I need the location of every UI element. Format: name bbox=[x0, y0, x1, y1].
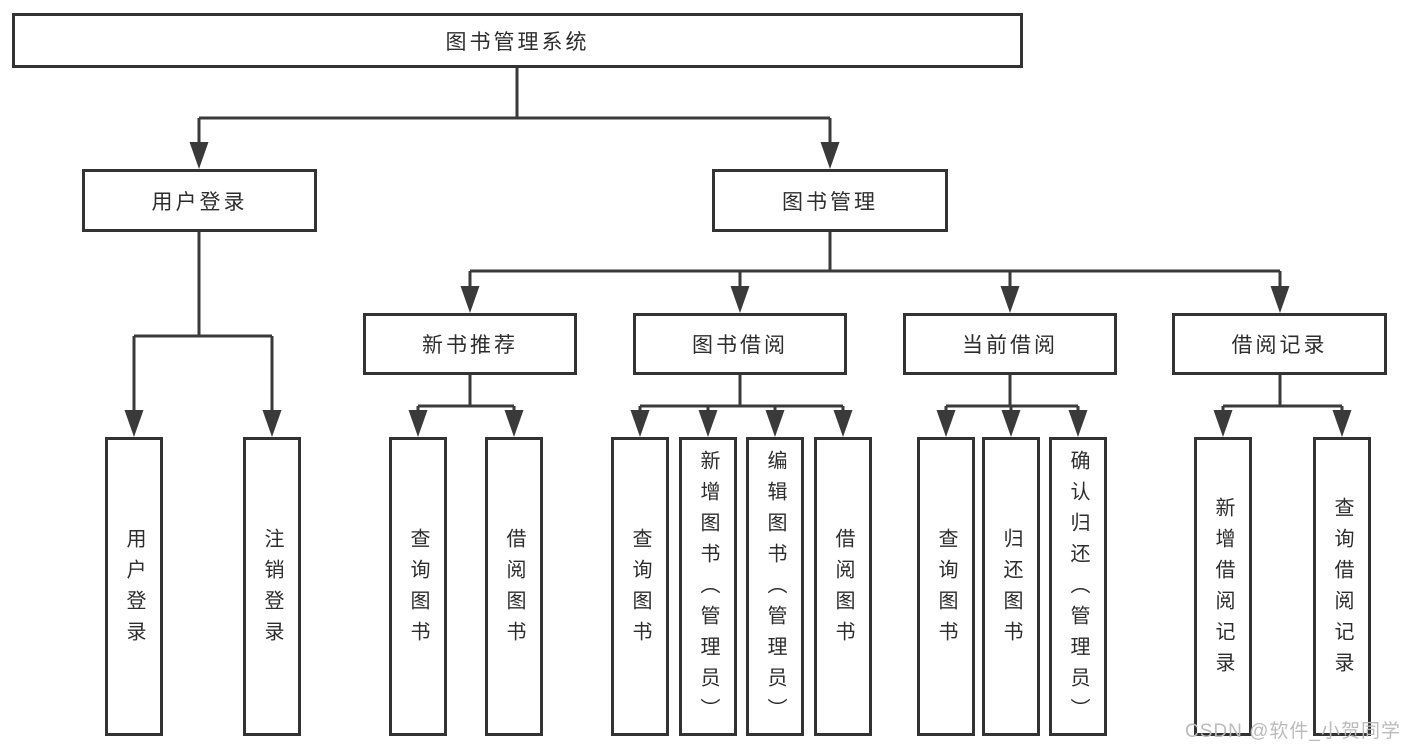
arrowhead-down-icon bbox=[1213, 410, 1233, 437]
arrowhead-down-icon bbox=[504, 410, 524, 437]
watermark: CSDN @软件_小贺同学 bbox=[1185, 721, 1401, 742]
leaf-query-books-borrow: 查询图书 bbox=[611, 437, 669, 736]
leaf-borrow-books-borrow: 借阅图书 bbox=[814, 437, 872, 736]
arrowhead-down-icon bbox=[408, 410, 428, 437]
node-new-book-recommend: 新书推荐 bbox=[363, 313, 577, 375]
connector-lines bbox=[132, 68, 1344, 413]
leaf-borrow-books-recommend: 借阅图书 bbox=[485, 437, 543, 736]
connector-recommend-to-leaves bbox=[416, 375, 516, 413]
leaf-query-borrow-record: 查询借阅记录 bbox=[1313, 437, 1371, 736]
arrowhead-down-icon bbox=[460, 286, 480, 313]
leaf-logout: 注销登录 bbox=[243, 437, 301, 736]
leaf-confirm-return-admin: 确认归还（管理员） bbox=[1049, 437, 1107, 736]
arrowhead-down-icon bbox=[630, 410, 650, 437]
leaf-return-books: 归还图书 bbox=[982, 437, 1040, 736]
connector-current-to-leaves bbox=[944, 375, 1080, 413]
arrowhead-down-icon bbox=[189, 142, 209, 169]
node-book-management: 图书管理 bbox=[712, 169, 948, 232]
node-root: 图书管理系统 bbox=[12, 13, 1023, 68]
connector-records-to-leaves bbox=[1221, 375, 1344, 413]
connector-login-to-leaves bbox=[132, 232, 274, 413]
arrowhead-down-icon bbox=[124, 410, 144, 437]
leaf-query-books-current: 查询图书 bbox=[917, 437, 975, 736]
connector-borrow-to-leaves bbox=[638, 375, 845, 413]
arrowhead-down-icon bbox=[936, 410, 956, 437]
leaf-add-borrow-record: 新增借阅记录 bbox=[1194, 437, 1252, 736]
arrowhead-down-icon bbox=[1270, 286, 1290, 313]
node-user-login: 用户登录 bbox=[82, 169, 317, 232]
leaf-add-book-admin: 新增图书（管理员） bbox=[679, 437, 737, 736]
arrowhead-down-icon bbox=[833, 410, 853, 437]
leaf-query-books-recommend: 查询图书 bbox=[389, 437, 447, 736]
arrowhead-down-icon bbox=[698, 410, 718, 437]
node-book-borrow: 图书借阅 bbox=[633, 313, 847, 375]
arrowheads bbox=[124, 142, 1352, 437]
arrowhead-down-icon bbox=[765, 410, 785, 437]
arrowhead-down-icon bbox=[262, 410, 282, 437]
arrowhead-down-icon bbox=[1000, 286, 1020, 313]
arrowhead-down-icon bbox=[730, 286, 750, 313]
leaf-user-login: 用户登录 bbox=[105, 437, 163, 736]
connector-root-to-level2 bbox=[197, 68, 832, 145]
node-current-borrow: 当前借阅 bbox=[903, 313, 1117, 375]
arrowhead-down-icon bbox=[820, 142, 840, 169]
leaf-edit-book-admin: 编辑图书（管理员） bbox=[746, 437, 804, 736]
node-borrow-records: 借阅记录 bbox=[1172, 313, 1387, 375]
arrowhead-down-icon bbox=[1332, 410, 1352, 437]
arrowhead-down-icon bbox=[1068, 410, 1088, 437]
arrowhead-down-icon bbox=[1001, 410, 1021, 437]
connector-bookmgmt-to-level3 bbox=[468, 232, 1282, 289]
